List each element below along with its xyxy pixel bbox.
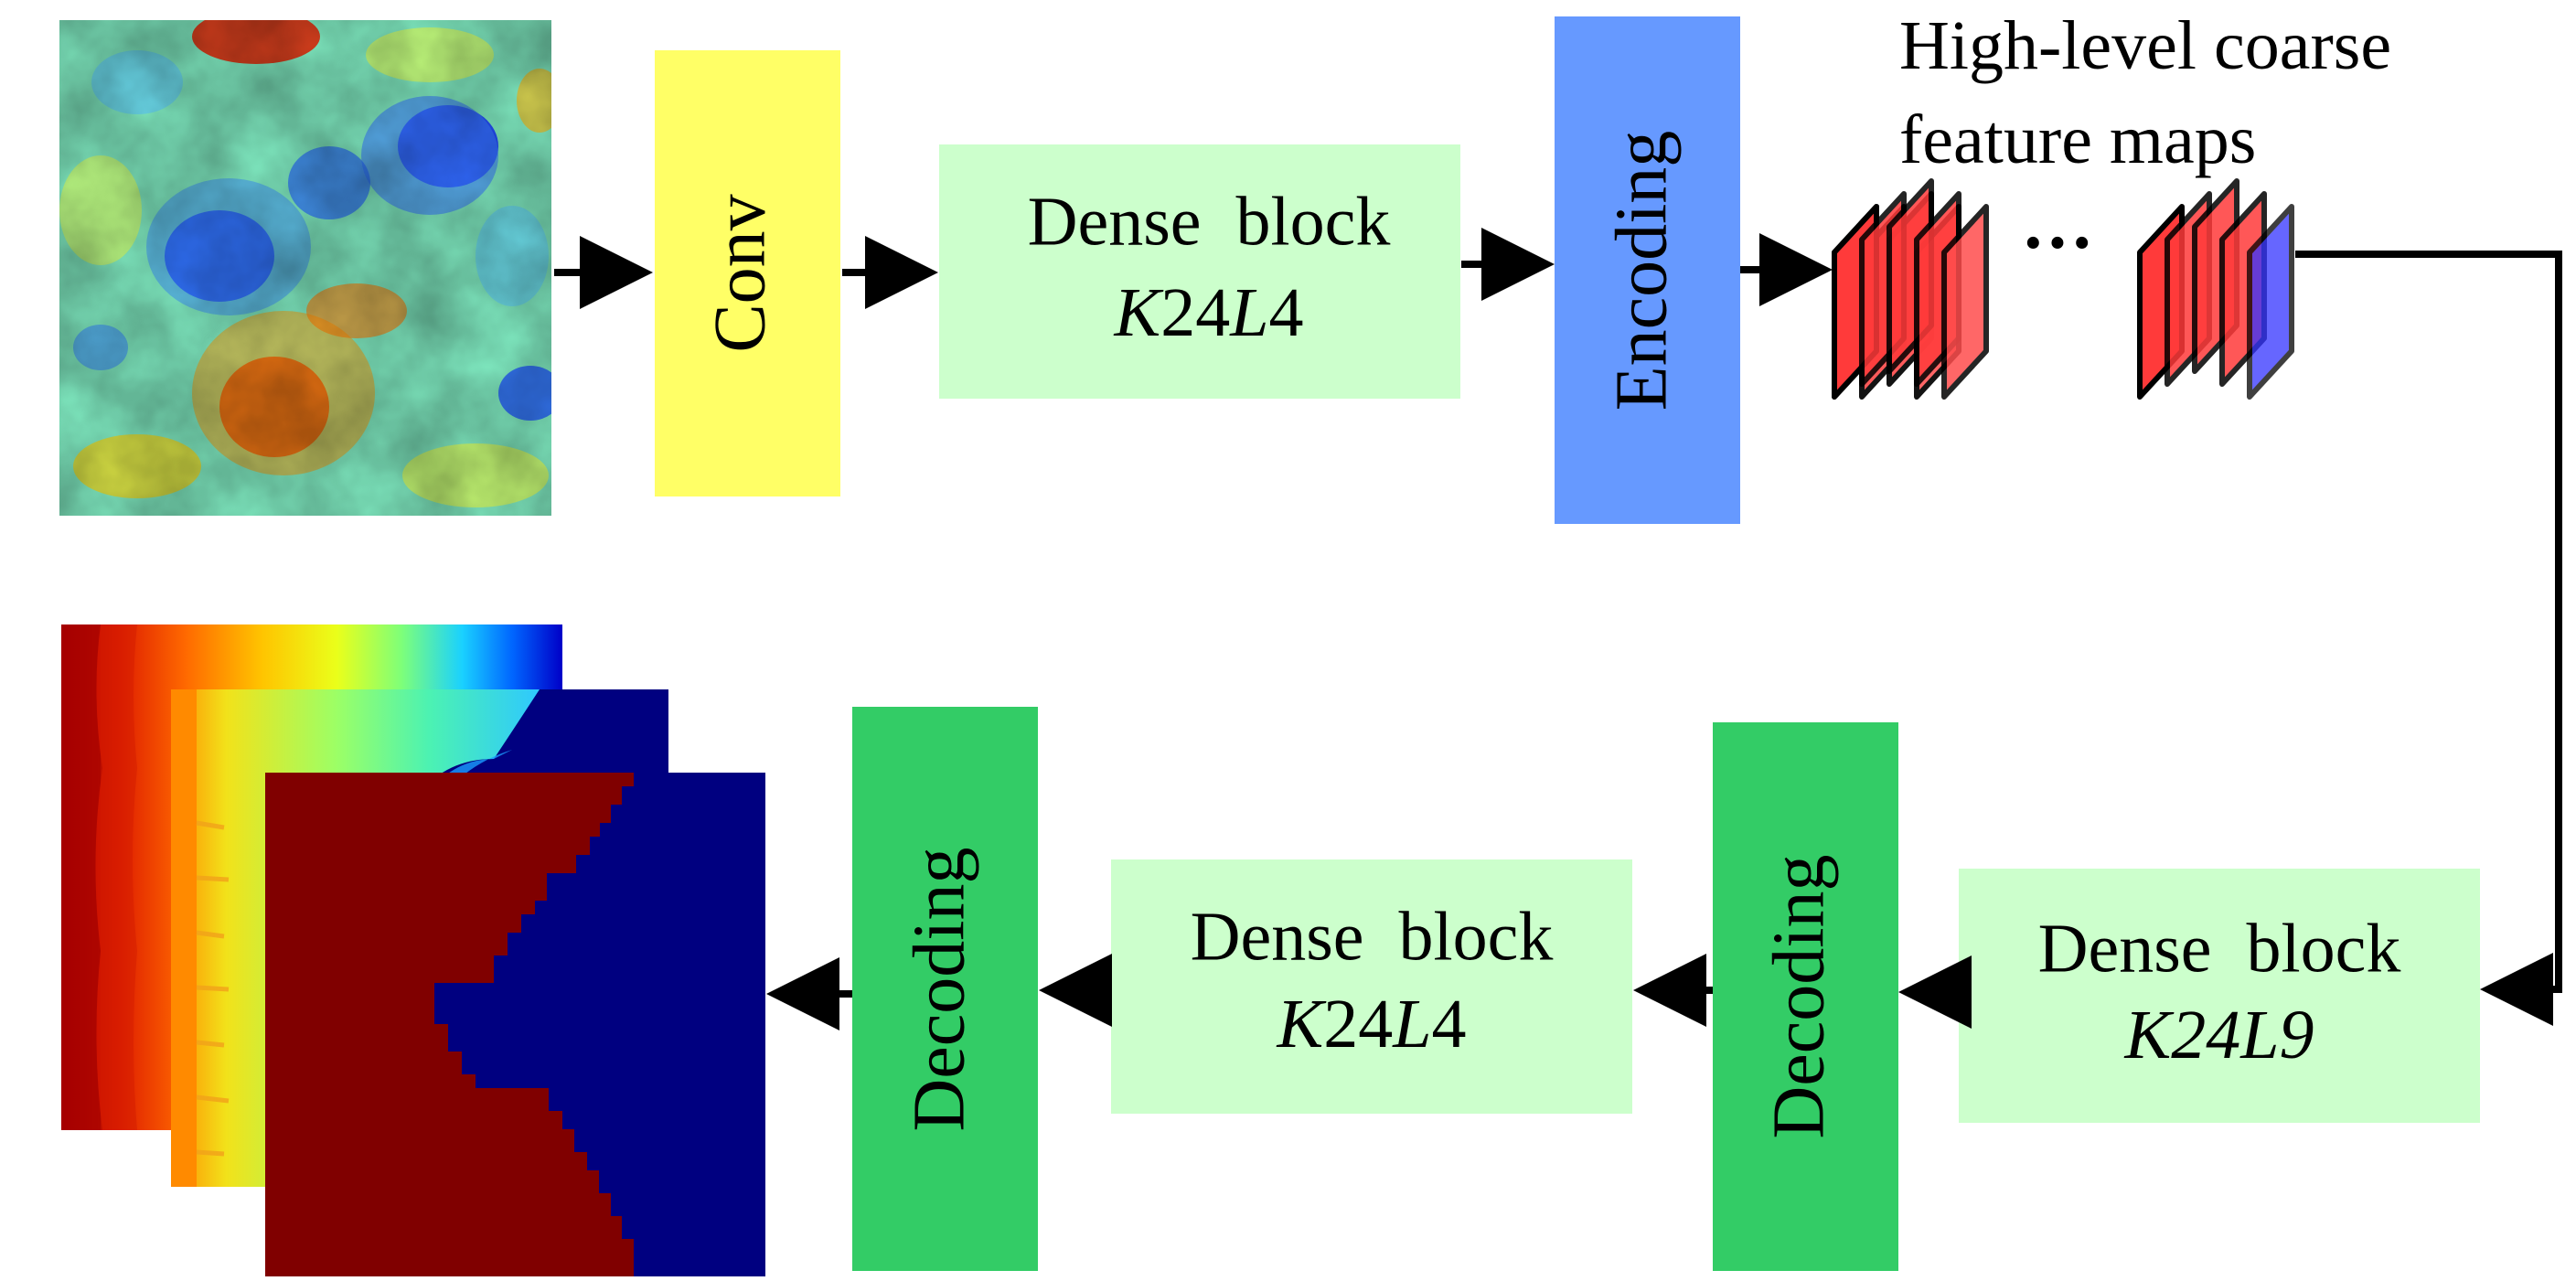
conv-label: Conv [700, 194, 780, 352]
param-l-value: 4 [1431, 986, 1466, 1062]
param-k: K [2124, 997, 2175, 1073]
decoding-block-right [1713, 722, 1898, 1271]
encoding-label: Encoding [1601, 131, 1682, 411]
encoding-block [1555, 16, 1740, 524]
param-k-value: 24 [2171, 997, 2240, 1073]
arrow-maps-to-dense-k24l9 [2295, 251, 2562, 1026]
param-k: K [1277, 986, 1327, 1062]
param-l-value: 4 [1268, 274, 1303, 351]
feature-maps-title-line1: High-level coarse [1899, 7, 2391, 84]
feature-maps-title-line2: feature maps [1899, 101, 2256, 178]
param-k: K [1114, 274, 1164, 351]
output-field-stack [61, 624, 765, 1276]
feature-map-stack-left [1832, 178, 1989, 400]
decoding-right-label: Decoding [1758, 854, 1839, 1138]
decoding-left-label: Decoding [899, 847, 979, 1131]
dense-block-top-params: K24L4 [1114, 274, 1304, 351]
param-l: L [1392, 986, 1431, 1062]
param-l-value: 9 [2279, 997, 2314, 1073]
input-permeability-field [59, 20, 551, 516]
decoding-block-left [852, 707, 1038, 1271]
param-l: L [2239, 997, 2279, 1073]
output-binary-field [265, 773, 765, 1276]
param-l: L [1229, 274, 1268, 351]
param-k-value: 24 [1323, 986, 1393, 1062]
connector-arrows [554, 228, 2562, 1030]
dense-block-bottom [1111, 859, 1632, 1114]
feature-map-stack-right [2137, 178, 2294, 400]
dense-block-k24l9 [1959, 869, 2480, 1123]
conv-block [655, 50, 840, 496]
dense-block-k24l9-params: K24L9 [2124, 997, 2314, 1073]
dense-block-top [939, 144, 1460, 399]
dense-block-bottom-title: Dense block [1191, 898, 1554, 975]
feature-maps-ellipsis: ··· [2021, 203, 2094, 283]
param-k-value: 24 [1160, 274, 1230, 351]
dense-block-top-title: Dense block [1028, 183, 1391, 260]
dense-block-bottom-params: K24L4 [1277, 986, 1467, 1062]
dense-block-k24l9-title: Dense block [2038, 910, 2401, 987]
